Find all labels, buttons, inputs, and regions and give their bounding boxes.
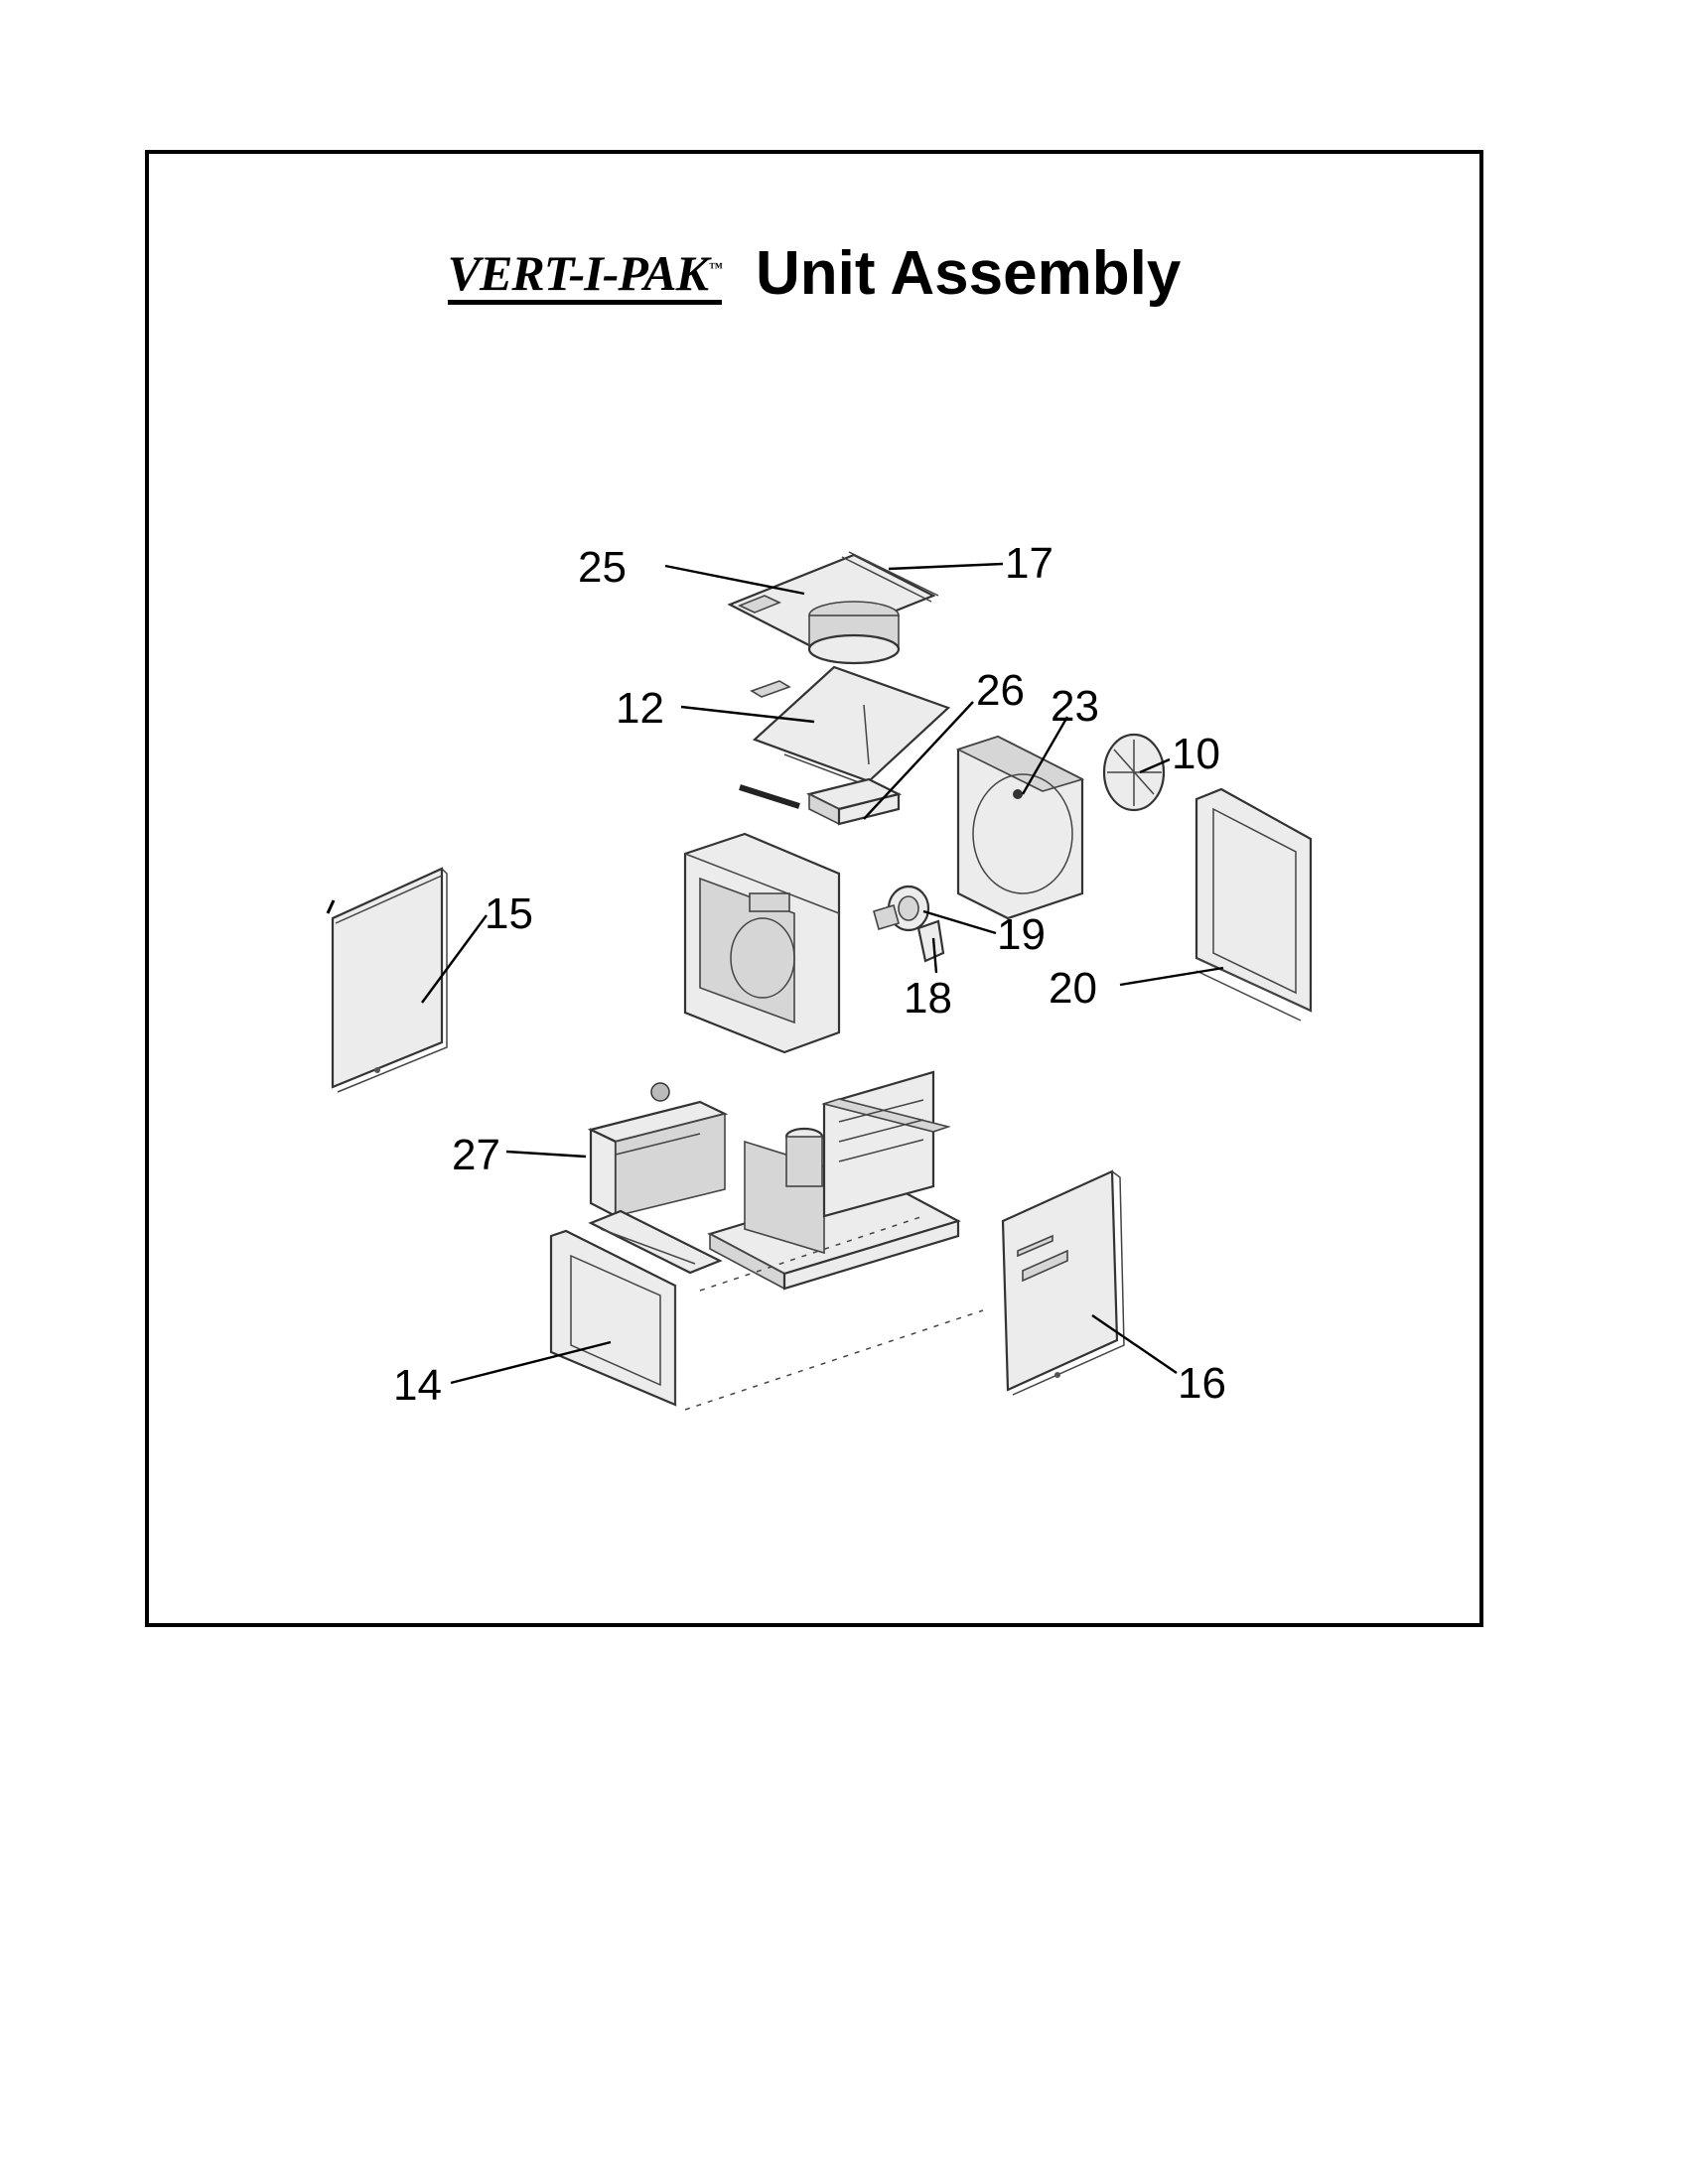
callout-17: 17 bbox=[1005, 539, 1053, 588]
part-right-side-panel bbox=[1001, 1169, 1125, 1396]
part-top-strip bbox=[841, 551, 939, 603]
part-front-grille bbox=[549, 1229, 677, 1407]
callout-20: 20 bbox=[1049, 964, 1097, 1013]
title-text: Unit Assembly bbox=[755, 239, 1182, 308]
part-left-side-panel bbox=[326, 867, 448, 1093]
callout-27: 27 bbox=[452, 1131, 500, 1179]
callout-18: 18 bbox=[904, 974, 952, 1023]
callout-labels: 25 17 12 26 23 10 15 19 18 20 27 16 14 bbox=[393, 539, 1226, 1410]
part-base-chassis bbox=[707, 1070, 961, 1291]
callout-19: 19 bbox=[997, 910, 1046, 959]
page-title: VERT-I-PAK™ Unit Assembly bbox=[145, 238, 1483, 309]
callout-25: 25 bbox=[578, 543, 627, 592]
callout-23: 23 bbox=[1051, 682, 1099, 731]
callout-leaders bbox=[421, 562, 1224, 1385]
brand-logo: VERT-I-PAK™ bbox=[447, 248, 723, 305]
part-blower-housing bbox=[955, 735, 1085, 920]
part-divider-bar bbox=[739, 784, 800, 809]
callout-14: 14 bbox=[393, 1361, 442, 1410]
part-insulation-panel bbox=[750, 665, 951, 785]
part-heater bbox=[805, 777, 903, 826]
part-control-box bbox=[587, 1082, 729, 1218]
part-motor-assembly bbox=[873, 885, 945, 963]
callout-12: 12 bbox=[616, 684, 664, 733]
part-filter-frame bbox=[1194, 787, 1313, 1022]
assembly-guide-lines bbox=[684, 1215, 984, 1411]
part-drain-tray bbox=[588, 1209, 723, 1275]
callout-10: 10 bbox=[1172, 730, 1220, 778]
part-top-panel bbox=[727, 553, 936, 665]
diagram-frame bbox=[145, 150, 1483, 1627]
callout-16: 16 bbox=[1178, 1359, 1226, 1408]
part-control-section bbox=[683, 832, 841, 1054]
callout-26: 26 bbox=[976, 666, 1025, 715]
part-fan-blade bbox=[1102, 733, 1166, 812]
callout-15: 15 bbox=[485, 889, 533, 938]
